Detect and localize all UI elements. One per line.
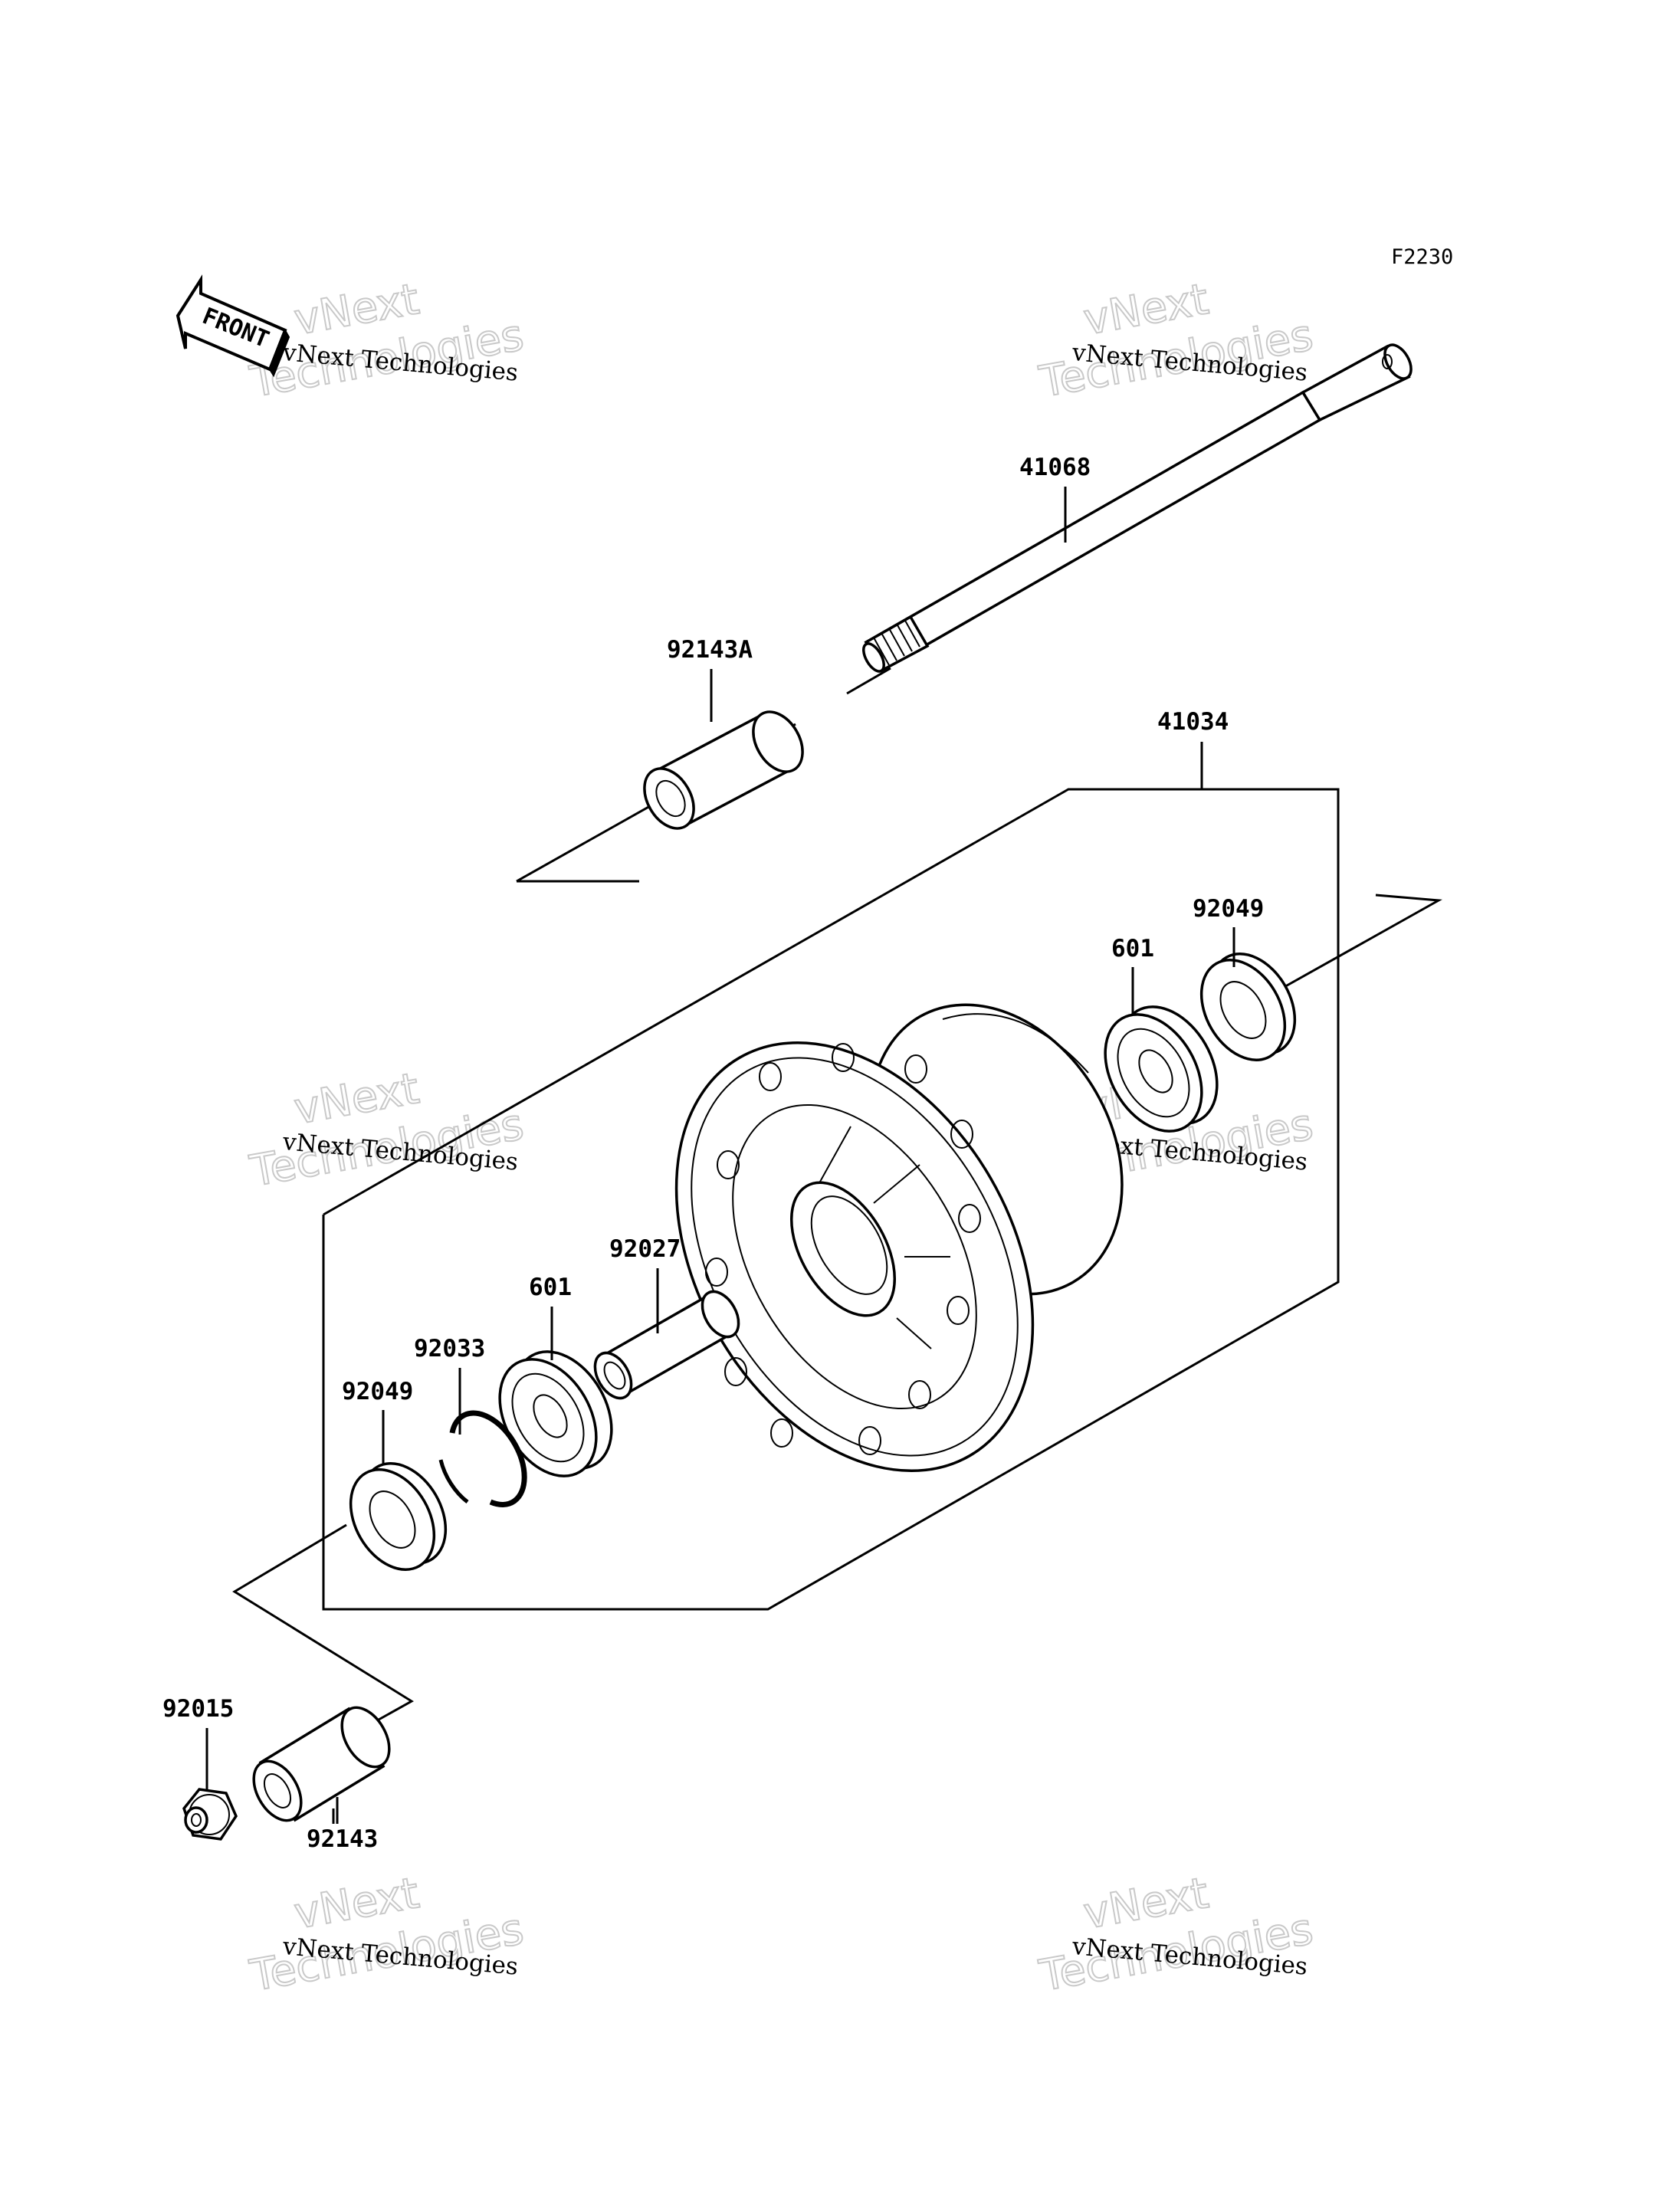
callout-seal-right: 92049 bbox=[1193, 895, 1264, 923]
callout-nut: 92015 bbox=[162, 1695, 234, 1723]
watermark: vNext Technologies vNext Technologies bbox=[245, 1867, 528, 2002]
front-arrow-icon: FRONT bbox=[176, 274, 290, 378]
callout-seal-left: 92049 bbox=[342, 1378, 413, 1405]
callout-circlip: 92033 bbox=[414, 1335, 485, 1362]
callout-hub: 41034 bbox=[1157, 708, 1229, 736]
wheel-hub bbox=[674, 1003, 1124, 1473]
figure-ref: F2230 bbox=[1391, 245, 1453, 269]
watermark: vNext Technologies vNext Technologies bbox=[1035, 1867, 1317, 2002]
collar bbox=[252, 1706, 391, 1822]
watermark: vNext Technologies vNext Technologies bbox=[245, 1063, 528, 1198]
callout-axle: 41068 bbox=[1019, 454, 1091, 481]
axle bbox=[862, 343, 1413, 673]
watermark: vNext Technologies vNext Technologies bbox=[1035, 274, 1317, 408]
bearing-left bbox=[498, 1350, 613, 1477]
seal-right bbox=[1199, 953, 1297, 1061]
seal-left bbox=[349, 1462, 448, 1571]
callout-labels: 41068 92143A 41034 92049 601 92027 601 9… bbox=[162, 454, 1264, 1853]
callout-bearing-right: 601 bbox=[1111, 935, 1154, 962]
callout-collar-a: 92143A bbox=[667, 636, 753, 664]
leader-lines bbox=[205, 487, 1235, 1824]
bearing-right bbox=[1104, 1005, 1219, 1133]
callout-spacer: 92027 bbox=[609, 1235, 681, 1263]
axle-nut bbox=[182, 1788, 238, 1841]
collar-a bbox=[643, 710, 804, 830]
spacer bbox=[593, 1290, 740, 1400]
circlip bbox=[438, 1410, 527, 1507]
callout-collar: 92143 bbox=[307, 1825, 378, 1853]
callout-bearing-left: 601 bbox=[529, 1274, 572, 1301]
watermark: vNext Technologies vNext Technologies bbox=[245, 274, 528, 408]
